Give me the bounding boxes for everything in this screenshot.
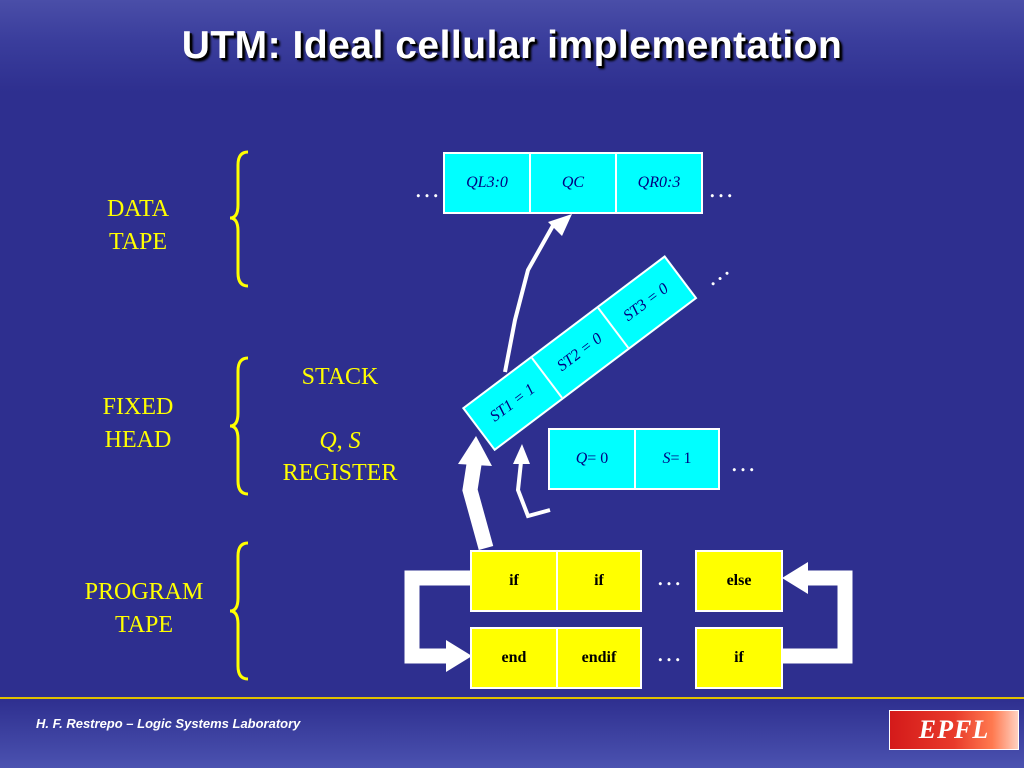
brace-program-tape [229, 541, 249, 681]
register-cell-s: S = 1 [634, 430, 718, 488]
footer-divider [0, 697, 1024, 699]
ellipsis-register: … [730, 448, 756, 477]
footer-bar [0, 699, 1024, 768]
title-bar [0, 0, 1024, 92]
loop-left-arrowhead [446, 640, 472, 672]
label-data-tape: DATA TAPE [106, 196, 170, 255]
label-program-tape: PROGRAM TAPE [84, 579, 204, 638]
program-row-bottom: end endif [470, 627, 642, 689]
ellipsis-program-top: … [656, 562, 682, 591]
program-cell-if-1: if [509, 572, 519, 589]
label-register-names: Q, S [319, 428, 361, 454]
register-cell-q: Q = 0 [575, 450, 609, 467]
loop-left [404, 570, 470, 664]
program-cell-if-2: if [556, 552, 640, 610]
data-cell-qr: QR0:3 [615, 154, 701, 212]
program-cell-right-top-box: else [695, 550, 783, 612]
epfl-logo: EPFL [889, 710, 1019, 750]
footer-credit: H. F. Restrepo – Logic Systems Laborator… [36, 716, 301, 731]
brace-fixed-head [229, 356, 249, 496]
epfl-logo-text: EPFL [918, 715, 990, 744]
arrow-stack-to-tape [503, 221, 557, 373]
brace-data-tape [229, 150, 249, 288]
program-cell-else: else [726, 572, 752, 589]
program-cell-if-3: if [734, 649, 744, 666]
label-fixed-head: FIXED HEAD [102, 394, 174, 453]
register-row: Q = 0 S = 1 [548, 428, 720, 490]
loop-right-arrowhead [782, 562, 808, 594]
ellipsis-data-right: … [708, 174, 734, 203]
arrowhead-to-register [513, 444, 530, 464]
arrowhead-to-tape [548, 214, 572, 236]
data-cell-qc: QC [529, 154, 615, 212]
label-register: REGISTER [282, 460, 398, 486]
loop-right [782, 570, 853, 664]
program-row-top: if if [470, 550, 642, 612]
arrow-program-to-stack [462, 456, 494, 550]
arrowhead-to-stack [458, 436, 492, 466]
program-cell-right-bottom-box: if [695, 627, 783, 689]
data-cell-ql: QL3:0 [466, 174, 508, 191]
program-cell-endif: endif [556, 629, 640, 687]
ellipsis-program-bottom: … [656, 638, 682, 667]
ellipsis-data-left: … [414, 174, 440, 203]
data-tape: QL3:0 QC QR0:3 [443, 152, 703, 214]
slide-title: UTM: Ideal cellular implementation [181, 24, 843, 67]
label-stack: STACK [301, 364, 379, 390]
arrow-to-register [515, 461, 551, 519]
program-cell-end: end [501, 649, 527, 666]
